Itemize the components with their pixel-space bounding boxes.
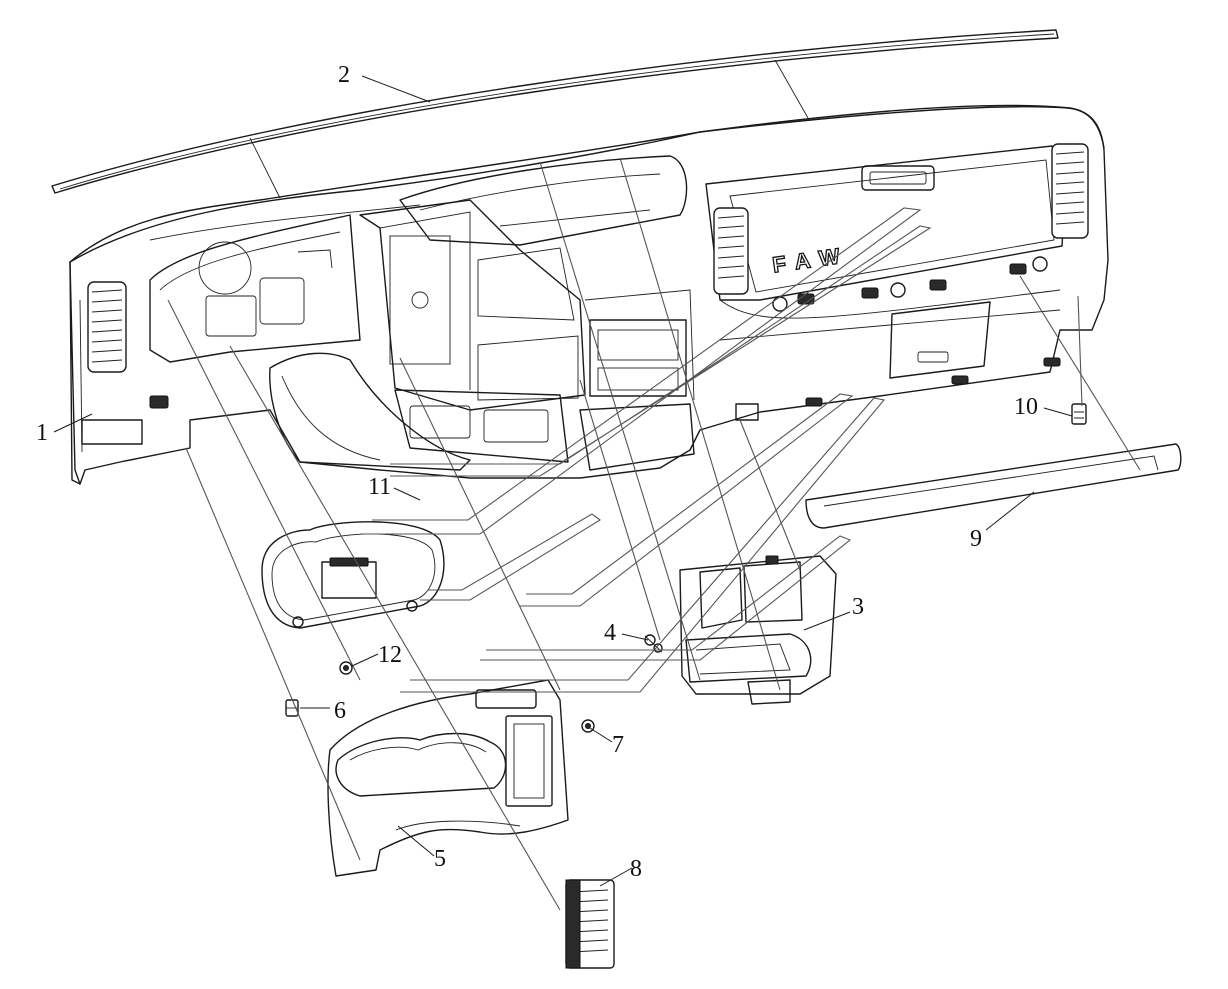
callout-7: 7 <box>612 732 624 758</box>
callout-labels: 2 1 3 4 5 6 7 8 9 10 11 12 <box>36 62 1038 882</box>
callout-4: 4 <box>604 620 616 646</box>
callout-5: 5 <box>434 846 446 872</box>
part-12-screw <box>339 661 353 675</box>
right-side-air-vent <box>1051 143 1089 239</box>
callout-leader-lines <box>53 75 1073 887</box>
assembly-projection-lines <box>167 157 1141 911</box>
callout-9: 9 <box>970 526 982 552</box>
callout-8: 8 <box>630 856 642 882</box>
part-1-left-side-air-vent <box>87 281 127 373</box>
part-7-screw <box>581 719 595 733</box>
part-9-lower-trim-strip <box>805 443 1182 529</box>
part-2-top-trim-strip <box>51 29 1059 194</box>
callout-1: 1 <box>36 420 48 446</box>
part-10-clip <box>1071 403 1087 425</box>
callout-11: 11 <box>368 474 391 500</box>
part-11-instrument-cluster <box>261 521 445 629</box>
callout-6: 6 <box>334 698 346 724</box>
callout-10: 10 <box>1014 394 1038 420</box>
dashboard-main-body: FAW <box>69 59 1109 485</box>
part-3-center-air-vent-assembly <box>679 555 837 705</box>
callout-12: 12 <box>378 642 402 668</box>
part-4-screw-and-washer <box>644 634 663 653</box>
callout-2: 2 <box>338 62 350 88</box>
part-5-instrument-cluster-bezel <box>327 679 569 877</box>
callout-3: 3 <box>852 594 864 620</box>
part-8-small-air-vent <box>565 879 615 969</box>
center-right-air-vent <box>713 207 749 295</box>
